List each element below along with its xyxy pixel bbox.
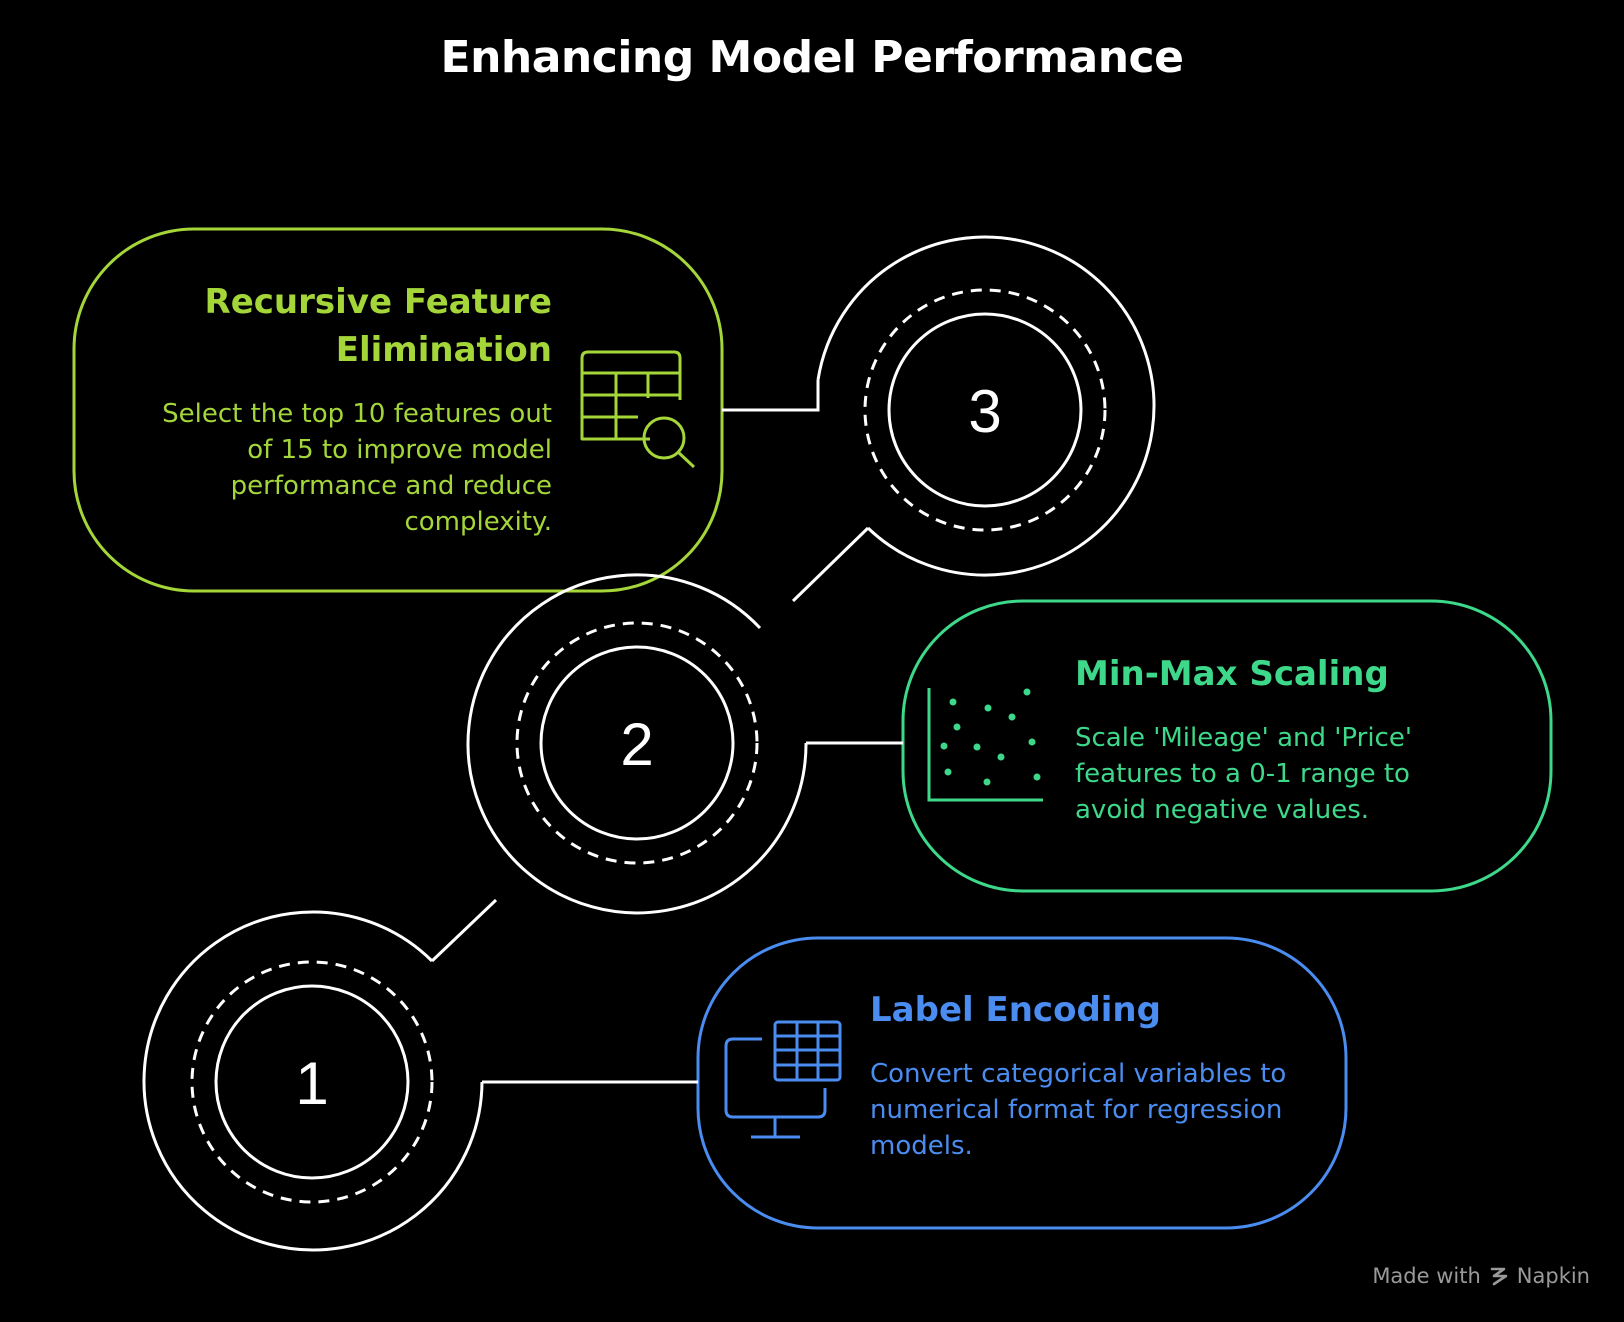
table-search-icon [580,350,696,469]
monitor-table-icon [724,1020,842,1139]
card-step1-text: Label Encoding Convert categorical varia… [870,986,1290,1164]
step1-number: 1 [295,1050,328,1117]
footer-made-with: Made with [1372,1264,1481,1288]
connector-2-3 [791,526,870,603]
step2-heading: Min-Max Scaling [1075,654,1389,694]
step3-number: 3 [968,378,1001,445]
connector-1-2 [430,898,498,963]
napkin-logo-icon [1490,1267,1508,1286]
ring-step3 [816,235,1156,577]
step3-heading: Recursive Feature Elimination [204,282,552,370]
step2-number: 2 [620,711,653,778]
step1-heading: Label Encoding [870,990,1161,1030]
diagram-title: Enhancing Model Performance [440,32,1184,83]
connector-step3 [722,380,820,412]
card-step2-text: Min-Max Scaling Scale 'Mileage' and 'Pri… [1075,650,1435,828]
step1-description: Convert categorical variables to numeric… [870,1059,1287,1161]
footer-brand: Napkin [1516,1264,1590,1288]
card-step2-border [901,599,1553,893]
step2-description: Scale 'Mileage' and 'Price' features to … [1075,723,1412,825]
ring-step1 [142,910,484,1252]
card-step3-text: Recursive Feature Elimination Select the… [132,278,552,540]
footer-attribution: Made with Napkin [1372,1264,1590,1288]
step3-description: Select the top 10 features out of 15 to … [162,399,552,537]
scatter-plot-icon [927,688,1043,802]
ring-step2 [466,573,808,915]
